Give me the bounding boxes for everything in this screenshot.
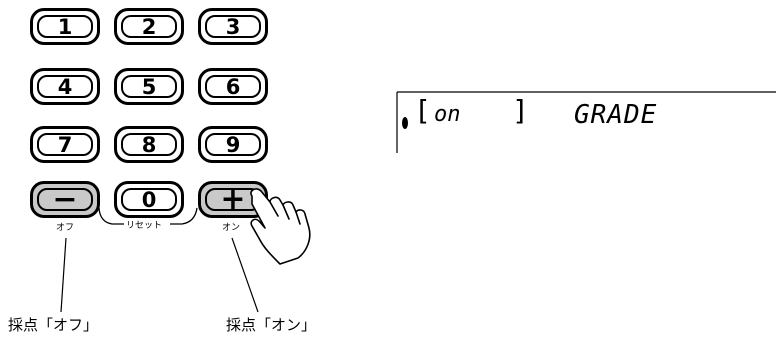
lcd-display: [ on ] GRADE [396, 92, 776, 154]
plus-button[interactable]: + [198, 181, 268, 218]
key-3[interactable]: 3 [198, 8, 268, 45]
key-9[interactable]: 9 [198, 126, 268, 163]
display-mode: GRADE [574, 100, 658, 130]
key-1[interactable]: 1 [30, 8, 100, 45]
reset-label: リセット [126, 221, 163, 231]
leader-line-on [231, 237, 259, 313]
scoring-off-caption: 採点「オフ」 [8, 316, 99, 334]
display-value: on [434, 102, 461, 127]
key-0[interactable]: 0 [114, 181, 184, 218]
on-label: オン [222, 223, 241, 233]
key-5[interactable]: 5 [114, 68, 184, 105]
key-8[interactable]: 8 [114, 126, 184, 163]
hand-pointer-icon [250, 188, 311, 265]
key-6[interactable]: 6 [198, 68, 268, 105]
display-bracket-close: ] [512, 94, 529, 127]
numeric-keypad: 1 2 3 4 5 6 7 8 9 − 0 + [30, 8, 275, 238]
minus-button[interactable]: − [30, 181, 100, 218]
key-7[interactable]: 7 [30, 126, 100, 163]
reset-bracket [98, 207, 124, 225]
key-4[interactable]: 4 [30, 68, 100, 105]
lcd-indicator-mark [402, 117, 408, 129]
display-bracket-open: [ [414, 94, 431, 127]
leader-line-off [60, 237, 67, 313]
off-label: オフ [56, 223, 75, 233]
reset-bracket-right [170, 207, 198, 225]
key-2[interactable]: 2 [114, 8, 184, 45]
scoring-on-caption: 採点「オン」 [226, 316, 317, 334]
